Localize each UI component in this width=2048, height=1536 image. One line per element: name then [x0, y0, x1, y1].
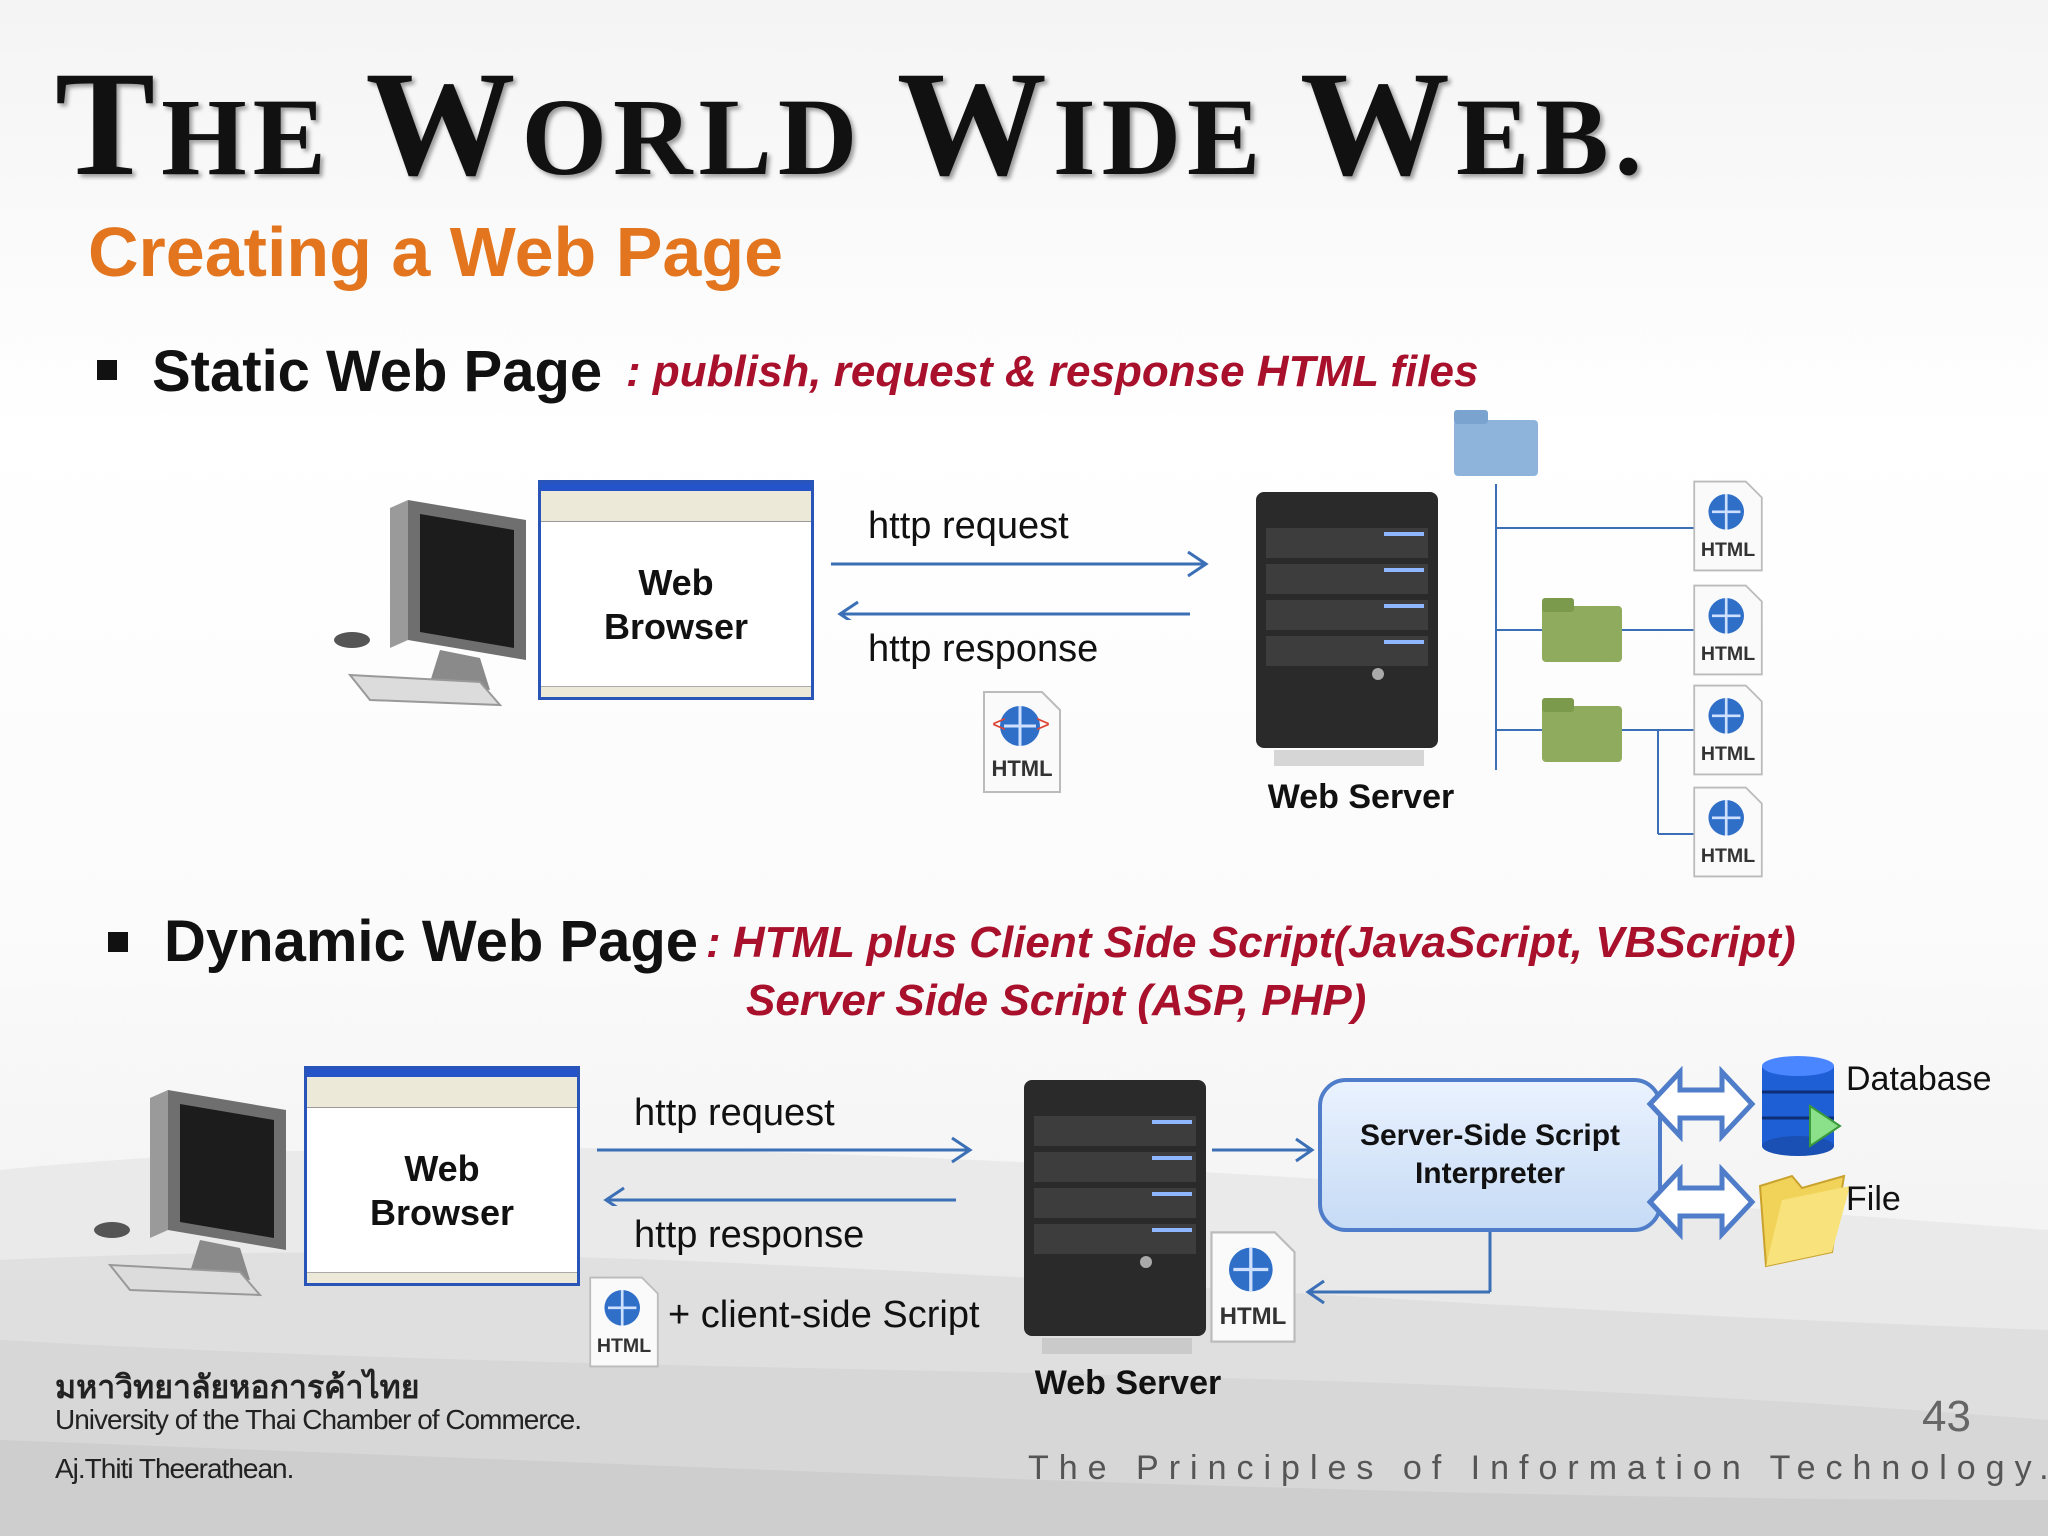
- web-server-label: Web Server: [1267, 778, 1455, 816]
- request-arrow: [831, 550, 1209, 620]
- static-heading: Static Web Page: [152, 339, 603, 404]
- web-server-icon: [1256, 492, 1438, 766]
- svg-text:HTML: HTML: [991, 756, 1052, 781]
- static-description: : publish, request & response HTML files: [626, 347, 1479, 396]
- interpreter-arrows: [1212, 1137, 1492, 1305]
- computer-icon: [334, 500, 526, 707]
- web-server-label: Web Server: [1034, 1364, 1222, 1402]
- double-arrow-icon: [1646, 1164, 1756, 1240]
- html-file-icon: HTML: [1690, 682, 1766, 783]
- bullet-static: [97, 360, 117, 380]
- svg-text:HTML: HTML: [1220, 1303, 1287, 1330]
- svg-text:HTML: HTML: [1701, 743, 1755, 765]
- html-file-icon: HTML: [586, 1274, 662, 1375]
- dynamic-description-1: : HTML plus Client Side Script(JavaScrip…: [706, 918, 1796, 967]
- dynamic-heading: Dynamic Web Page: [164, 909, 699, 974]
- client-script-label: + client-side Script: [668, 1294, 980, 1336]
- request-arrow: [597, 1136, 973, 1206]
- svg-text:HTML: HTML: [1701, 539, 1755, 561]
- dynamic-description-2: Server Side Script (ASP, PHP): [746, 976, 1367, 1025]
- svg-text:>: >: [1036, 711, 1050, 738]
- course-title: The Principles of Information Technology…: [1028, 1449, 2048, 1487]
- response-label: http response: [634, 1214, 865, 1256]
- file-label: File: [1846, 1180, 1901, 1218]
- database-icon: [1762, 1056, 1842, 1156]
- svg-text:HTML: HTML: [597, 1335, 651, 1357]
- web-server-icon: [1024, 1080, 1206, 1354]
- svg-text:<: <: [992, 711, 1006, 738]
- author-name: Aj.Thiti Theerathean.: [55, 1453, 294, 1484]
- double-arrow-icon: [1646, 1066, 1756, 1142]
- request-label: http request: [634, 1092, 835, 1134]
- svg-text:HTML: HTML: [1701, 845, 1755, 867]
- svg-text:HTML: HTML: [1701, 643, 1755, 665]
- html-file-icon: HTML: [1690, 478, 1766, 579]
- html-file-icon: HTML: [1206, 1228, 1300, 1351]
- html-file-icon: HTML: [1690, 784, 1766, 885]
- university-name-thai: มหาวิทยาลัยหอการค้าไทย: [55, 1368, 420, 1406]
- request-label: http request: [868, 505, 1069, 547]
- html-file-icon: < > HTML: [980, 688, 1064, 801]
- response-label: http response: [868, 628, 1099, 670]
- file-tree: [1454, 410, 1694, 835]
- folder-icon: [1758, 1174, 1850, 1268]
- database-label: Database: [1846, 1060, 1992, 1098]
- slide-title: THE WORLD WIDE WEB.: [55, 41, 1649, 207]
- bullet-dynamic: [108, 932, 128, 952]
- computer-icon: [94, 1090, 286, 1297]
- html-file-icon: HTML: [1690, 582, 1766, 683]
- university-name-english: University of the Thai Chamber of Commer…: [55, 1404, 582, 1435]
- page-number: 43: [1922, 1392, 1971, 1441]
- slide-subtitle: Creating a Web Page: [88, 213, 784, 291]
